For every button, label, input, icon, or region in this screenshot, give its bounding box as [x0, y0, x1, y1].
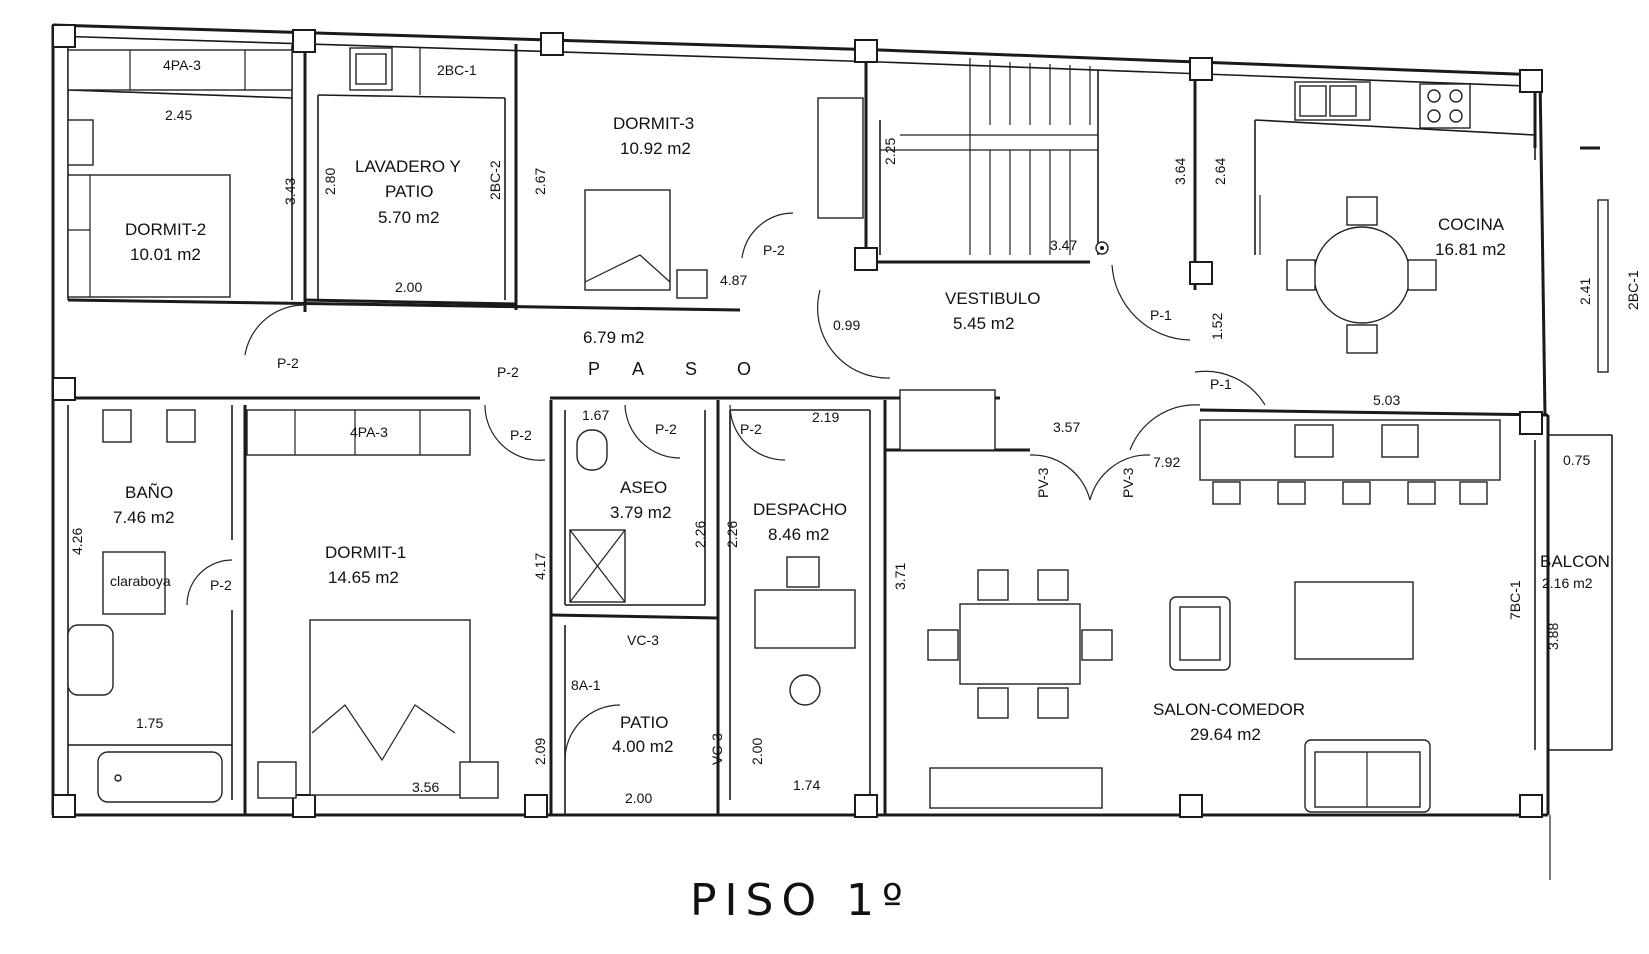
- room-salon-area: 29.64 m2: [1190, 725, 1261, 744]
- room-labels: DORMIT-2 10.01 m2 LAVADERO Y PATIO 5.70 …: [113, 114, 1610, 756]
- room-balcon-name: BALCON: [1540, 552, 1610, 571]
- door-p1-vest: P-1: [1150, 307, 1172, 323]
- dim-280: 2.80: [322, 168, 338, 195]
- dim-357: 3.57: [1053, 419, 1080, 435]
- dim-226a: 2.26: [692, 521, 708, 548]
- structural-columns: [52, 24, 1543, 818]
- dim-388: 3.88: [1545, 623, 1561, 650]
- dim-175: 1.75: [136, 715, 163, 731]
- door-p2-left: P-2: [277, 355, 299, 371]
- claraboya-label: claraboya: [110, 573, 171, 589]
- dim-347: 3.47: [1050, 237, 1077, 253]
- dimension-labels: 2.45 3.43 2.80 2.67 2.00 4.87 2.25 3.47 …: [69, 107, 1593, 806]
- room-vestibulo-name: VESTIBULO: [945, 289, 1040, 308]
- dim-200a: 2.00: [395, 279, 422, 295]
- room-patio-name: PATIO: [620, 713, 669, 732]
- room-dormit2-name: DORMIT-2: [125, 220, 206, 239]
- dim-371: 3.71: [892, 563, 908, 590]
- dim-264: 2.64: [1212, 158, 1228, 185]
- label-2bc2: 2BC-2: [487, 160, 503, 200]
- dim-343: 3.43: [282, 178, 298, 205]
- room-despacho-area: 8.46 m2: [768, 525, 829, 544]
- dim-426: 4.26: [69, 528, 85, 555]
- room-dormit3-name: DORMIT-3: [613, 114, 694, 133]
- paso-letter-4: O: [737, 359, 753, 379]
- room-despacho-name: DESPACHO: [753, 500, 847, 519]
- room-lavadero-name1: LAVADERO Y: [355, 157, 461, 176]
- label-2bc1-top: 2BC-1: [437, 62, 477, 78]
- dim-167: 1.67: [582, 407, 609, 423]
- paso-letter-2: A: [632, 359, 646, 379]
- room-lavadero-area: 5.70 m2: [378, 208, 439, 227]
- room-aseo-name: ASEO: [620, 478, 667, 497]
- plan-title: PISO 1º: [690, 875, 911, 926]
- dim-226b: 2.26: [724, 521, 740, 548]
- furniture: [67, 47, 1609, 813]
- dim-152: 1.52: [1209, 313, 1225, 340]
- dim-245: 2.45: [165, 107, 192, 123]
- door-p2-bano: P-2: [210, 577, 232, 593]
- dim-200b: 2.00: [749, 738, 765, 765]
- door-pv3-a: PV-3: [1035, 467, 1051, 498]
- door-labels: P-2 P-2 P-2 P-2 P-2 P-2 P-2 P-1 P-1 PV-3…: [210, 242, 1232, 593]
- door-p2-paso: P-2: [497, 364, 519, 380]
- dim-099: 0.99: [833, 317, 860, 333]
- label-2bc1-right: 2BC-1: [1625, 270, 1641, 310]
- paso-letter-1: P: [588, 359, 602, 379]
- interior-walls: [53, 40, 1613, 815]
- dim-241: 2.41: [1577, 278, 1593, 305]
- door-p2-despacho: P-2: [740, 421, 762, 437]
- room-patio-area: 4.00 m2: [612, 737, 673, 756]
- dim-267: 2.67: [532, 168, 548, 195]
- room-vestibulo-area: 5.45 m2: [953, 314, 1014, 333]
- dim-219: 2.19: [812, 409, 839, 425]
- fixture-labels: claraboya 4PA-3 4PA-3 2BC-1 2BC-2 2BC-1 …: [110, 57, 1641, 765]
- dim-200c: 2.00: [625, 790, 652, 806]
- dim-225: 2.25: [882, 138, 898, 165]
- label-4pa3-mid: 4PA-3: [350, 424, 388, 440]
- room-pasillo-area: 6.79 m2: [583, 328, 644, 347]
- room-bano-name: BAÑO: [125, 483, 173, 502]
- room-dormit3-area: 10.92 m2: [620, 139, 691, 158]
- door-p2-aseo: P-2: [655, 421, 677, 437]
- room-balcon-area: 2.16 m2: [1542, 575, 1593, 591]
- door-p2-dormit1: P-2: [510, 427, 532, 443]
- label-4pa3-top: 4PA-3: [163, 57, 201, 73]
- dim-364: 3.64: [1172, 158, 1188, 185]
- room-dormit2-area: 10.01 m2: [130, 245, 201, 264]
- dim-209: 2.09: [532, 738, 548, 765]
- label-8a1: 8A-1: [571, 677, 601, 693]
- room-cocina-name: COCINA: [1438, 215, 1505, 234]
- dim-356: 3.56: [412, 779, 439, 795]
- dim-487: 4.87: [720, 272, 747, 288]
- dim-503: 5.03: [1373, 392, 1400, 408]
- room-cocina-area: 16.81 m2: [1435, 240, 1506, 259]
- staircase: [880, 58, 1109, 255]
- label-vc3-h: VC-3: [627, 632, 659, 648]
- door-swings: [186, 212, 1266, 761]
- door-p1-cocina: P-1: [1210, 376, 1232, 392]
- room-dormit1-name: DORMIT-1: [325, 543, 406, 562]
- bed: [67, 174, 231, 298]
- bed: [584, 189, 671, 291]
- door-p2-dormit3: P-2: [763, 242, 785, 258]
- label-vc3-v: VC-3: [709, 733, 725, 765]
- room-aseo-area: 3.79 m2: [610, 503, 671, 522]
- dim-417: 4.17: [532, 553, 548, 580]
- label-7bc1: 7BC-1: [1507, 580, 1523, 620]
- room-salon-name: SALON-COMEDOR: [1153, 700, 1305, 719]
- kitchen-table: [1313, 226, 1411, 324]
- room-lavadero-name2: PATIO: [385, 182, 434, 201]
- paso-letter-3: S: [685, 359, 699, 379]
- dim-174: 1.74: [793, 777, 820, 793]
- bed: [309, 619, 471, 796]
- room-dormit1-area: 14.65 m2: [328, 568, 399, 587]
- dim-075: 0.75: [1563, 452, 1590, 468]
- room-bano-area: 7.46 m2: [113, 508, 174, 527]
- door-pv3-b: PV-3: [1120, 467, 1136, 498]
- dim-792: 7.92: [1153, 454, 1180, 470]
